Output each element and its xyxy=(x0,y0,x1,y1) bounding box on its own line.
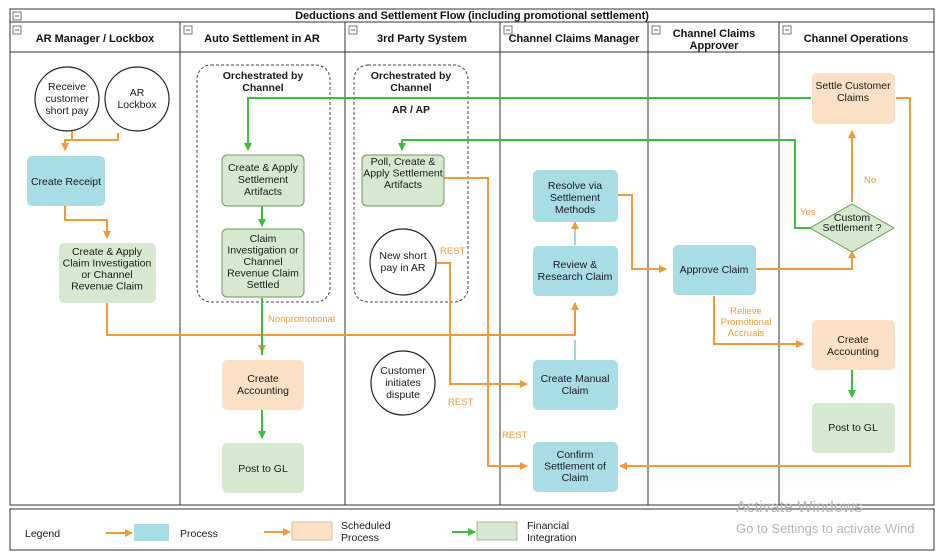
orchestration-container-1 xyxy=(196,64,331,303)
diagram-title: Deductions and Settlement Flow (includin… xyxy=(295,10,649,22)
node-new-short-pay[interactable] xyxy=(369,228,437,296)
legend-scheduled-swatch xyxy=(291,521,333,541)
watermark-line-1: Activate Windows xyxy=(736,499,862,516)
svg-text:Post to GL: Post to GL xyxy=(828,422,878,434)
edge-approve-to-custom xyxy=(756,250,856,270)
node-create-receipt[interactable] xyxy=(27,156,105,206)
lane-header-ar-manager: AR Manager / Lockbox xyxy=(36,33,155,45)
node-receive-short-pay[interactable] xyxy=(34,66,100,132)
node-review-research[interactable] xyxy=(533,246,618,296)
node-poll-create-apply[interactable] xyxy=(361,154,445,207)
legend-title: Legend xyxy=(25,528,60,540)
svg-text:Create Receipt: Create Receipt xyxy=(31,176,101,188)
edge-claim-to-review xyxy=(106,302,579,336)
node-create-accounting-ar[interactable] xyxy=(222,360,304,410)
label-yes: Yes xyxy=(800,207,816,218)
edge-receipt-to-claim xyxy=(64,205,111,239)
legend-process-swatch xyxy=(134,524,169,541)
edge-poll-to-confirm xyxy=(444,177,528,470)
label-rest-2: REST xyxy=(448,397,474,408)
node-create-apply-artifacts[interactable] xyxy=(221,154,305,207)
node-approve-claim[interactable] xyxy=(673,245,756,295)
edge-custom-yes-to-poll xyxy=(398,139,812,229)
node-ar-lockbox[interactable] xyxy=(104,66,170,132)
ar-ap-label: AR / AP xyxy=(392,104,430,116)
node-settle-customer-claims[interactable] xyxy=(812,73,895,124)
node-create-manual-claim[interactable] xyxy=(533,360,618,410)
legend-financial-swatch xyxy=(476,521,518,541)
edge-settle-to-confirm xyxy=(619,97,911,470)
node-confirm-settlement[interactable] xyxy=(533,442,618,492)
svg-text:Review &Research Claim: Review &Research Claim xyxy=(538,259,613,283)
node-claim-settled[interactable] xyxy=(221,228,305,298)
node-post-gl-ar[interactable] xyxy=(222,443,304,493)
label-rest-1: REST xyxy=(440,246,466,257)
node-customer-dispute[interactable] xyxy=(370,350,436,416)
lane-header-auto-settlement: Auto Settlement in AR xyxy=(204,33,320,45)
node-create-accounting-ops[interactable] xyxy=(812,320,895,370)
label-no: No xyxy=(864,175,876,186)
watermark-line-2: Go to Settings to activate Wind xyxy=(736,521,914,536)
node-resolve-via[interactable] xyxy=(533,170,618,222)
edge-approve-to-accounting xyxy=(713,296,804,348)
legend-process-label: Process xyxy=(180,528,218,540)
edge-newshort-to-manual xyxy=(437,262,528,388)
edge-settle-to-create-apply xyxy=(244,97,811,151)
node-post-gl-ops[interactable] xyxy=(812,403,895,453)
svg-text:Approve Claim: Approve Claim xyxy=(680,264,749,276)
edge-resolve-to-approve xyxy=(618,194,667,273)
label-rest-3: REST xyxy=(502,430,528,441)
orchestration-container-2 xyxy=(353,64,469,303)
svg-text:Post to GL: Post to GL xyxy=(238,463,288,475)
edge-lockbox-to-receipt xyxy=(65,133,119,141)
node-create-apply-claim[interactable] xyxy=(59,243,156,303)
label-nonpromotional: Nonpromotional xyxy=(268,314,335,325)
node-custom-settlement[interactable] xyxy=(808,203,896,253)
lane-header-claims-manager: Channel Claims Manager xyxy=(509,33,641,45)
lane-header-3rd-party: 3rd Party System xyxy=(377,33,467,45)
lane-header-channel-ops: Channel Operations xyxy=(804,33,909,45)
lane-collapse-icons[interactable] xyxy=(12,25,792,35)
